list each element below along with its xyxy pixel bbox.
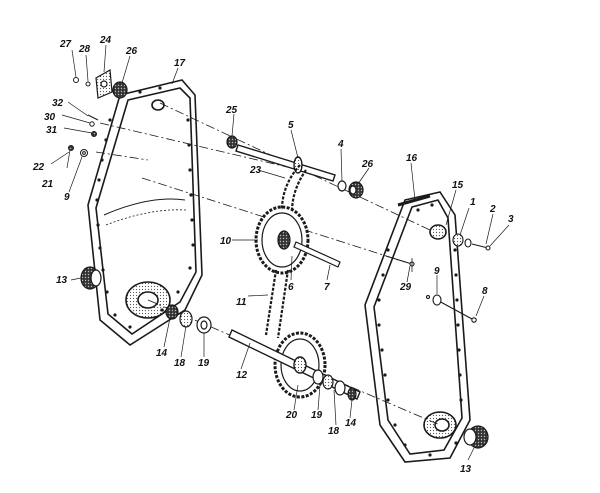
left-chaincase-housing [87,79,203,346]
callout-30: 30 [44,112,56,123]
bearing-25 [226,135,238,149]
washer-4 [337,180,347,192]
small-hardware [68,77,99,157]
callout-6: 6 [288,282,294,293]
callout-32: 32 [52,98,64,109]
left-bearing-13 [80,266,102,290]
right-housing-rivets [377,203,463,457]
callout-4: 4 [337,139,344,150]
callout-15: 15 [452,180,464,191]
lower-shaft-spacers [312,369,357,401]
callout-11: 11 [236,297,247,308]
callout-28: 28 [78,44,91,55]
callout-20: 20 [285,410,298,421]
callout-10: 10 [220,236,232,247]
lower-chain-11 [264,269,290,339]
callout-12: 12 [236,370,248,381]
callout-27: 27 [59,39,72,50]
callout-1: 1 [470,197,476,208]
callout-18-right: 18 [328,426,340,437]
callout-13-left: 13 [56,275,68,286]
bearing-26-right [348,181,364,199]
callout-9-left: 9 [64,192,70,203]
callout-31: 31 [46,125,58,136]
right-bearing-13 [463,425,489,449]
callout-26-left: 26 [125,46,138,57]
callout-19-right: 19 [311,410,323,421]
callout-29: 29 [399,282,412,293]
flange-plate-24 [95,69,113,99]
bearing-26-left [112,81,128,99]
idler-shaft-7 [293,241,341,268]
left-housing-rivets [95,86,195,329]
right-chaincase-housing [364,191,471,463]
callout-7: 7 [324,282,330,293]
callout-3: 3 [508,214,514,225]
callout-18-left: 18 [174,358,186,369]
leader-lines [50,44,510,461]
callout-labels: 1 2 3 4 5 6 7 8 9 9 10 11 12 13 13 14 14… [32,35,514,475]
callout-14-right: 14 [345,418,357,429]
callout-24: 24 [99,35,112,46]
upper-shaft-5 [235,144,336,182]
callout-5: 5 [288,120,294,131]
callout-2: 2 [489,204,496,215]
right-hardware [385,233,491,323]
callout-17: 17 [174,58,186,69]
upper-sprocket-10 [254,205,310,275]
callout-9-right: 9 [434,266,440,277]
callout-19-left: 19 [198,358,210,369]
left-spacers [165,304,212,334]
callout-26-right: 26 [361,159,374,170]
callout-25: 25 [225,105,238,116]
upper-chain-23 [280,164,307,213]
callout-21: 21 [41,179,54,190]
callout-8: 8 [482,286,488,297]
callout-16: 16 [406,153,418,164]
callout-13-right: 13 [460,464,472,475]
callout-14-left: 14 [156,348,168,359]
callout-22: 22 [32,162,45,173]
callout-23: 23 [249,165,262,176]
